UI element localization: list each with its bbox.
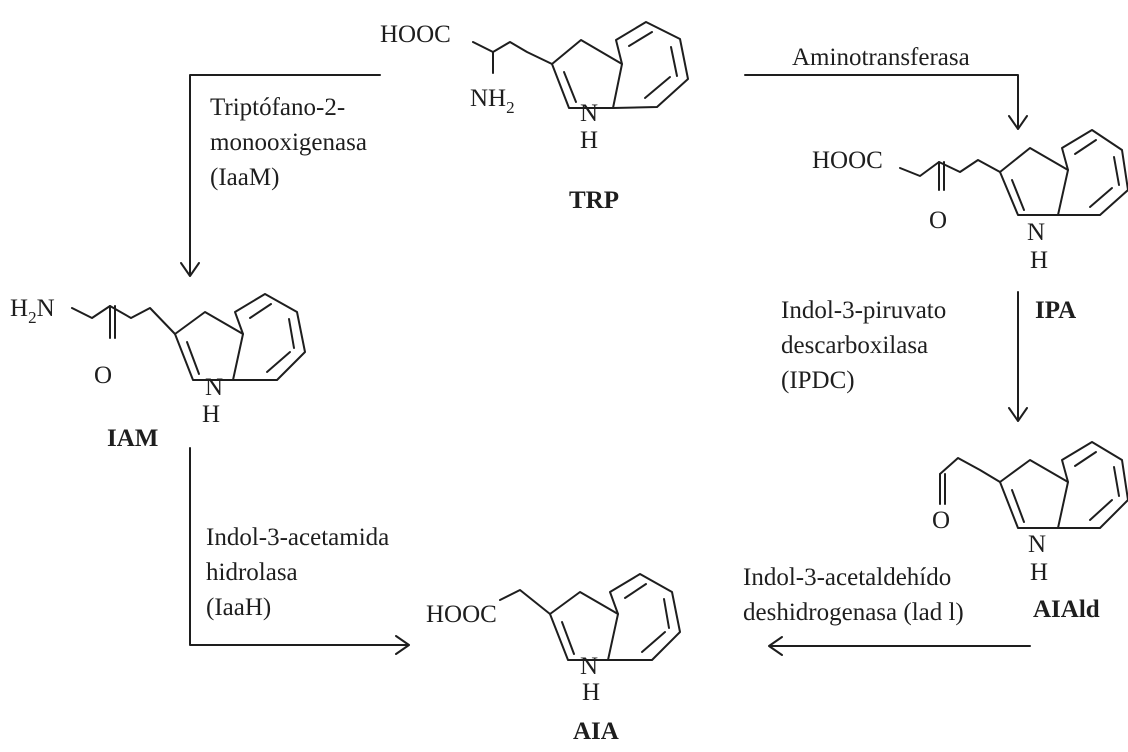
ipa-hooc-label: HOOC <box>812 147 883 174</box>
arrow-trp-to-ipa <box>744 74 1028 130</box>
trp-structure <box>472 21 689 109</box>
compound-label-ipa: IPA <box>1035 297 1077 324</box>
arrow-ipa-to-aiald <box>1008 291 1028 422</box>
aiald-o-label: O <box>932 507 950 534</box>
aiald-h-label: H <box>1030 559 1048 586</box>
arrow-iam-to-aia <box>189 447 410 655</box>
arrow-trp-to-iam <box>180 74 381 277</box>
enzyme-label-iaah: Indol-3-acetamida hidrolasa (IaaH) <box>206 524 390 621</box>
ipa-structure <box>899 129 1128 216</box>
iam-h-label: H <box>202 401 220 428</box>
trp-n-label: N <box>580 100 598 127</box>
aiald-n-label: N <box>1028 531 1046 558</box>
aia-h-label: H <box>582 679 600 706</box>
ipa-o-label: O <box>929 207 947 234</box>
enzyme-label-ipdc: Indol-3-piruvato descarboxilasa (IPDC) <box>781 297 947 394</box>
iam-structure <box>71 293 306 381</box>
iam-o-label: O <box>94 362 112 389</box>
trp-nh2-label: NH2 <box>470 85 515 117</box>
aiald-structure <box>939 441 1128 529</box>
aia-structure <box>499 573 681 661</box>
compound-label-iam: IAM <box>107 425 159 452</box>
compound-label-aia: AIA <box>573 718 619 745</box>
trp-hooc-label: HOOC <box>380 21 451 48</box>
iam-h2n-label: H2N <box>10 295 55 327</box>
ipa-n-label: N <box>1027 219 1045 246</box>
enzyme-label-iaam: Triptófano-2- monooxigenasa (IaaM) <box>210 94 367 191</box>
enzyme-label-aminotransferasa: Aminotransferasa <box>792 44 970 71</box>
aia-hooc-label: HOOC <box>426 601 497 628</box>
compound-label-trp: TRP <box>569 187 619 214</box>
arrow-aiald-to-aia <box>768 636 1031 656</box>
enzyme-label-iad: Indol-3-acetaldehído deshidrogenasa (lad… <box>743 564 964 626</box>
compound-label-aiald: AIAld <box>1033 596 1100 623</box>
ipa-h-label: H <box>1030 247 1048 274</box>
aia-n-label: N <box>580 653 598 680</box>
iam-n-label: N <box>205 374 223 401</box>
trp-h-label: H <box>580 127 598 154</box>
